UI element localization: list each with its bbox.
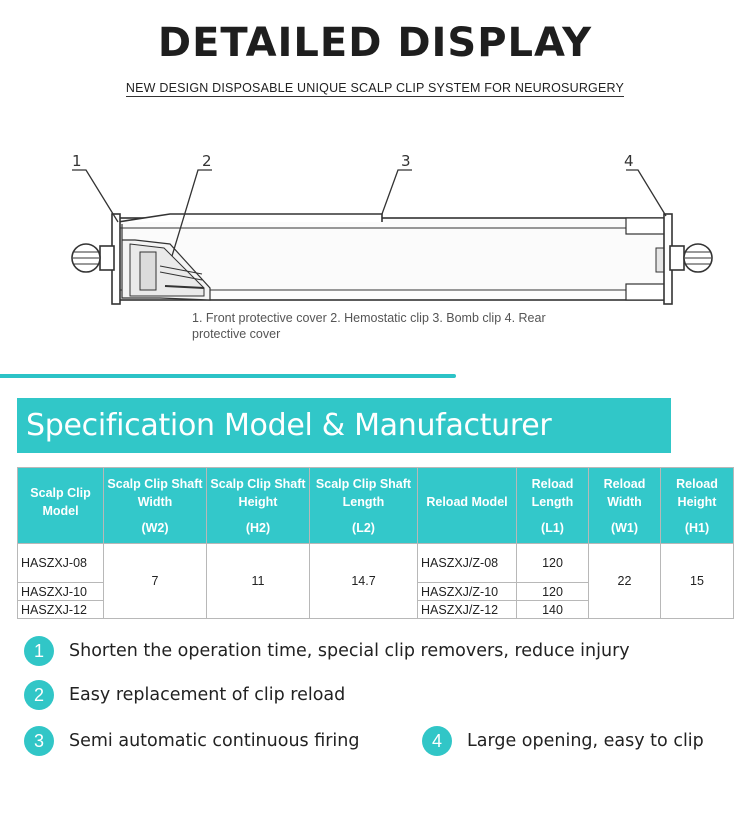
callout-4: 4 bbox=[624, 152, 634, 170]
table-header-row: Scalp Clip Model Scalp Clip Shaft Width(… bbox=[17, 467, 734, 544]
header-cell: Scalp Clip Shaft Height(H2) bbox=[206, 467, 310, 544]
table-row: HASZXJ-12 HASZXJ/Z-12 140 bbox=[17, 600, 734, 619]
spec-banner: Specification Model & Manufacturer Numbe… bbox=[17, 398, 671, 498]
callout-3: 3 bbox=[401, 152, 411, 170]
feature-item: 2 Easy replacement of clip reload bbox=[24, 680, 345, 710]
header-cell: Scalp Clip Shaft Length(L2) bbox=[309, 467, 418, 544]
model-cell: HASZXJ-12 bbox=[17, 600, 104, 619]
reload-length-cell: 120 bbox=[516, 582, 589, 601]
reload-model-cell: HASZXJ/Z-10 bbox=[417, 582, 517, 601]
shaft-width-cell: 7 bbox=[103, 543, 207, 619]
model-cell: HASZXJ-08 bbox=[17, 543, 104, 583]
reload-length-cell: 120 bbox=[516, 543, 589, 583]
feature-text: Semi automatic continuous firing bbox=[69, 731, 360, 751]
reload-width-cell: 22 bbox=[588, 543, 661, 619]
header-cell: Reload Length(L1) bbox=[516, 467, 589, 544]
reload-length-cell: 140 bbox=[516, 600, 589, 619]
table-row: HASZXJ-08 7 11 14.7 HASZXJ/Z-08 120 22 1… bbox=[17, 543, 734, 619]
model-cell: HASZXJ-10 bbox=[17, 582, 104, 601]
header-cell: Scalp Clip Shaft Width(W2) bbox=[103, 467, 207, 544]
table-row: HASZXJ-10 HASZXJ/Z-10 120 bbox=[17, 582, 734, 601]
shaft-length-cell: 14.7 bbox=[309, 543, 418, 619]
clip-body bbox=[117, 217, 667, 301]
feature-item: 4 Large opening, easy to clip bbox=[422, 726, 704, 756]
callout-2: 2 bbox=[202, 152, 212, 170]
callout-1: 1 bbox=[72, 152, 82, 170]
feature-text: Easy replacement of clip reload bbox=[69, 685, 346, 705]
header-cell: Reload Width(W1) bbox=[588, 467, 661, 544]
header-cell: Reload Model bbox=[417, 467, 517, 544]
reload-model-cell: HASZXJ/Z-08 bbox=[417, 543, 517, 583]
page-title: DETAILED DISPLAY bbox=[157, 20, 593, 66]
feature-number-badge: 3 bbox=[24, 726, 54, 756]
feature-text: Shorten the operation time, special clip… bbox=[69, 641, 630, 661]
feature-item: 1 Shorten the operation time, special cl… bbox=[24, 636, 630, 666]
page-subtitle: NEW DESIGN DISPOSABLE UNIQUE SCALP CLIP … bbox=[125, 81, 625, 97]
front-cover bbox=[117, 213, 383, 223]
feature-number-badge: 2 bbox=[24, 680, 54, 710]
header-cell: Reload Height(H1) bbox=[660, 467, 734, 544]
diagram-caption: 1. Front protective cover 2. Hemostatic … bbox=[192, 311, 546, 341]
feature-number-badge: 4 bbox=[422, 726, 452, 756]
feature-text: Large opening, easy to clip bbox=[467, 731, 704, 751]
scalp-clip-diagram: 1 2 3 4 bbox=[71, 152, 713, 305]
shaft-height-cell: 11 bbox=[206, 543, 310, 619]
rear-cover bbox=[625, 217, 667, 235]
spec-table: Scalp Clip Model Scalp Clip Shaft Width(… bbox=[17, 467, 734, 619]
header-cell: Scalp Clip Model bbox=[17, 467, 104, 544]
reload-model-cell: HASZXJ/Z-12 bbox=[417, 600, 517, 619]
reload-height-cell: 15 bbox=[660, 543, 734, 619]
section-divider bbox=[0, 374, 456, 378]
feature-number-badge: 1 bbox=[24, 636, 54, 666]
feature-item: 3 Semi automatic continuous firing bbox=[24, 726, 360, 756]
